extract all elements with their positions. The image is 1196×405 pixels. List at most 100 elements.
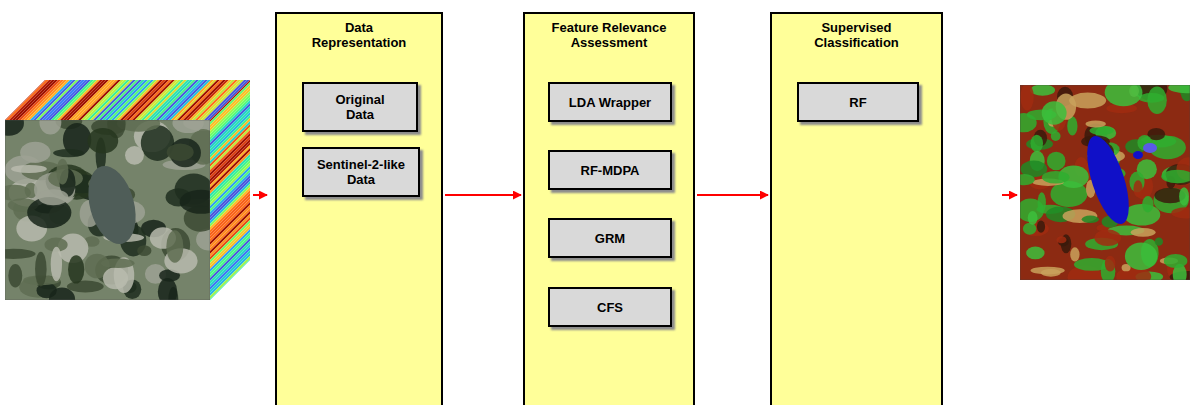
spectral-side-face [210,70,250,350]
spectral-stripe [210,271,250,314]
class-patch [1023,223,1036,235]
class-patch [1042,171,1070,184]
method-box: CFS [548,287,672,327]
class-patch [1042,101,1067,124]
land-patch [53,149,84,157]
spectral-stripe [210,280,250,323]
class-patch [1047,152,1066,171]
land-patch [88,128,119,154]
method-box: GRM [548,218,672,258]
map-ground [1020,85,1190,280]
class-patch [1020,85,1033,111]
land-patch [172,120,203,133]
class-patch [1105,256,1116,272]
class-patch [1030,85,1055,96]
spectral-stripe [210,274,250,317]
class-patch [1155,238,1163,246]
class-patch [1142,196,1153,212]
class-patch [1171,207,1190,218]
spectral-stripe [210,292,250,335]
method-box: LDA Wrapper [548,82,672,122]
land-patch [180,190,210,214]
spectral-stripe [210,301,250,344]
land-patch [11,165,47,173]
spectral-stripe [210,307,250,350]
spectral-stripe [210,289,250,332]
method-box: Sentinel-2-like Data [302,147,420,197]
land-patch [39,120,61,135]
spectral-stripe [210,298,250,341]
class-patch [1070,247,1079,261]
spectral-stripe [210,286,250,329]
land-patch [5,120,24,136]
land-patch [35,252,47,287]
land-patch [8,264,22,287]
class-patch [1124,204,1161,226]
class-patch [1147,87,1167,114]
spectral-stripe [210,265,250,308]
class-patch [1082,216,1099,223]
map-image [1020,85,1190,280]
class-patch [1051,131,1061,141]
water-class [1079,131,1138,228]
class-patch [1056,236,1066,243]
method-label: CFS [597,300,623,315]
land-patch [56,159,68,185]
water-class [1133,151,1143,159]
class-patch [1133,180,1142,197]
class-patch [1090,126,1114,135]
method-label: Original Data [325,92,395,122]
panel-heading: Data Representation [304,20,414,50]
input-arrow [253,194,267,196]
classification-map [1011,75,1196,289]
land-patch [5,185,31,201]
stage-panel: Data RepresentationOriginal DataSentinel… [275,12,443,405]
land-patch [101,258,134,268]
flow-arrow [445,194,521,196]
stage-panel: Supervised ClassificationRF [770,12,943,405]
class-patch [1028,211,1038,225]
image-border [5,120,210,300]
method-label: Sentinel-2-like Data [310,157,412,187]
class-patch [1179,187,1189,206]
method-box: RF-MDPA [548,150,672,190]
class-patch [1094,230,1120,247]
method-box: RF [797,82,919,122]
spectral-stripe [210,256,250,299]
class-patch [1085,121,1106,128]
hyperspectral-cube [0,70,292,350]
land-patch [167,143,194,160]
class-patch [1026,247,1044,260]
class-patch [1023,221,1049,236]
land-patch [5,249,36,259]
spectral-stripe [210,304,250,347]
method-label: LDA Wrapper [569,95,651,110]
method-label: RF [849,95,866,110]
water-class [1143,143,1157,153]
class-patch [1020,174,1035,185]
class-patch [1164,254,1188,268]
class-patch [1037,220,1045,232]
class-patch [1030,135,1043,152]
land-patch [137,245,151,256]
image-ground [5,120,210,300]
spectral-stripe [210,277,250,320]
class-patch [1125,242,1157,270]
land-patch [20,142,50,163]
land-patch [67,281,104,293]
land-patch [166,230,183,263]
spectral-stripe [210,262,250,305]
panel-heading: Supervised Classification [802,20,912,50]
spectral-stripe [210,268,250,311]
satellite-image [5,120,210,300]
class-patch [1131,228,1156,237]
spectral-stripe [210,250,250,293]
land-patch [125,146,144,165]
panel-heading: Feature Relevance Assessment [534,20,684,50]
land-patch [38,189,68,205]
land-patch [103,267,128,289]
flow-arrow [697,194,768,196]
method-box: Original Data [302,82,418,132]
class-patch [1041,269,1061,277]
